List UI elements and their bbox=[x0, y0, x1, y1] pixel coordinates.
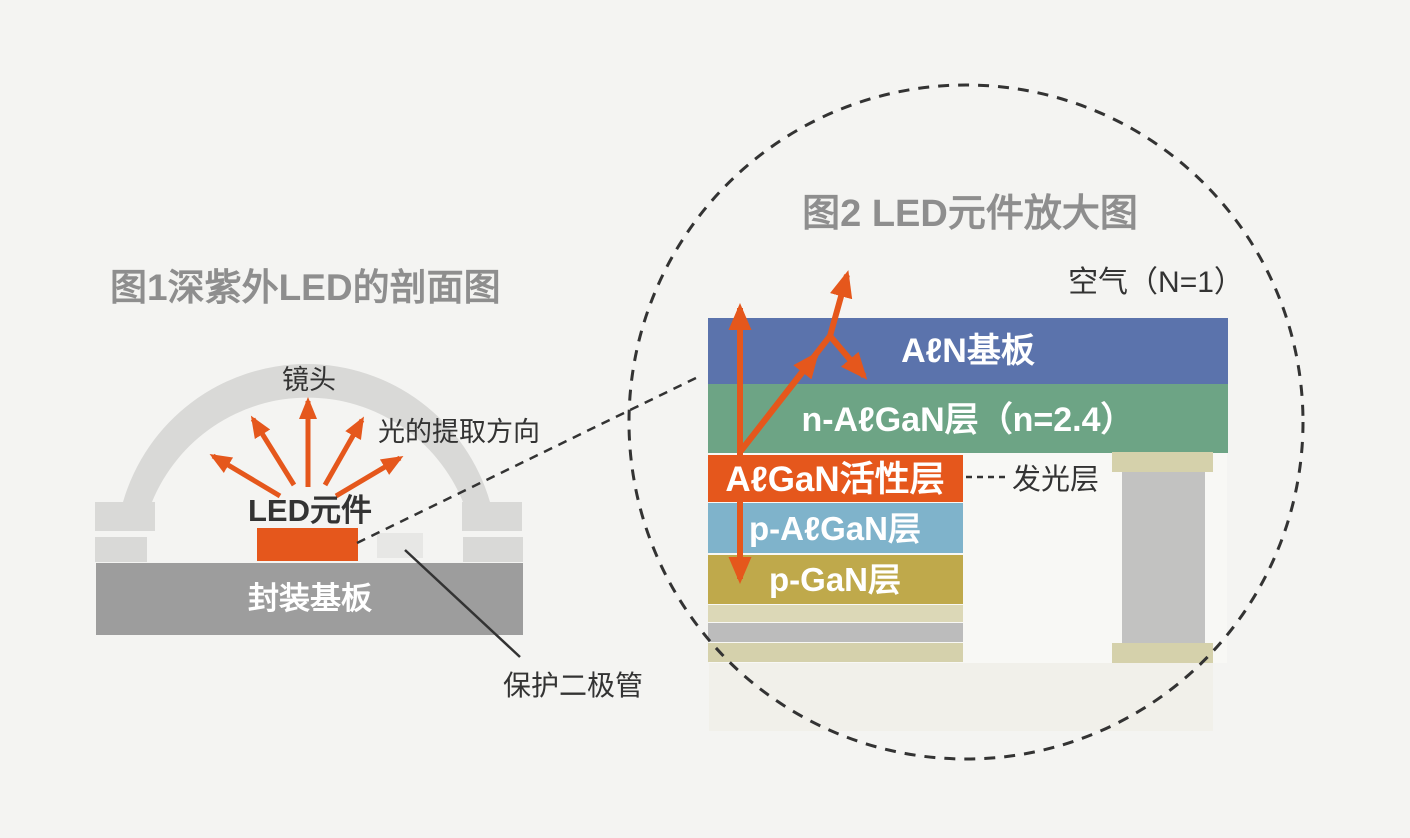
contact-strip-gray bbox=[708, 623, 963, 642]
figure2-title: 图2 LED元件放大图 bbox=[802, 193, 1138, 235]
pillar-cap-top bbox=[1112, 452, 1213, 472]
ray-refracted-up bbox=[827, 270, 853, 337]
package-wall-left bbox=[95, 537, 147, 562]
led-element-label: LED元件 bbox=[248, 493, 372, 528]
layer-label-n-algan: n-AℓGaN层（n=2.4） bbox=[801, 400, 1134, 439]
lens-dome bbox=[123, 363, 490, 502]
layer-label-p-algan: p-AℓGaN层 bbox=[749, 510, 921, 547]
layer-label-algan-active: AℓGaN活性层 bbox=[725, 460, 944, 499]
emission-arrows bbox=[209, 397, 404, 499]
pillar-cap-bottom bbox=[1112, 643, 1213, 663]
figure1-title: 图1深紫外LED的剖面图 bbox=[110, 267, 501, 308]
light-extraction-label: 光的提取方向 bbox=[378, 417, 540, 447]
package-wall-right bbox=[463, 537, 523, 562]
protection-diode-chip bbox=[377, 533, 423, 558]
figure2-magnified-view: 图2 LED元件放大图 空气（N=1） bbox=[708, 193, 1244, 731]
light-ray-arrows bbox=[728, 270, 868, 584]
led-element-chip bbox=[257, 528, 358, 561]
protection-diode-label: 保护二极管 bbox=[503, 670, 643, 701]
lens-label: 镜头 bbox=[282, 365, 336, 395]
layer-p-algan bbox=[708, 503, 963, 553]
emitting-layer-label: 发光层 bbox=[1012, 463, 1099, 496]
layer-algan-active bbox=[708, 455, 963, 502]
ray-oblique-arrowhead bbox=[737, 351, 820, 454]
layer-label-p-gan: p-GaN层 bbox=[769, 561, 901, 598]
pillar-body bbox=[1122, 472, 1205, 643]
dome-foot-left bbox=[95, 502, 155, 531]
chip-base-shadow bbox=[709, 663, 1213, 731]
emission-arrow-right-60 bbox=[334, 455, 404, 499]
ray-reflected-down bbox=[827, 334, 868, 380]
package-substrate bbox=[96, 563, 523, 635]
emission-arrow-right-30 bbox=[322, 416, 365, 487]
emission-arrow-left-60 bbox=[209, 453, 282, 499]
diode-pointer-line bbox=[404, 549, 521, 658]
magnifier-circle bbox=[627, 83, 1305, 761]
dome-foot-right bbox=[462, 502, 522, 531]
layer-label-aln: AℓN基板 bbox=[901, 332, 1035, 370]
air-label: 空气（N=1） bbox=[1068, 266, 1244, 299]
package-substrate-label: 封装基板 bbox=[248, 581, 372, 616]
figure1-cross-section: 图1深紫外LED的剖面图 镜头 光的提取方向 LED元件 封装基板 保护二极 bbox=[95, 267, 643, 701]
emission-arrow-left-30 bbox=[250, 415, 297, 487]
contact-strip-beige-bottom bbox=[708, 643, 963, 662]
contact-strip-beige-top bbox=[708, 605, 963, 622]
layer-n-algan bbox=[708, 384, 1228, 453]
